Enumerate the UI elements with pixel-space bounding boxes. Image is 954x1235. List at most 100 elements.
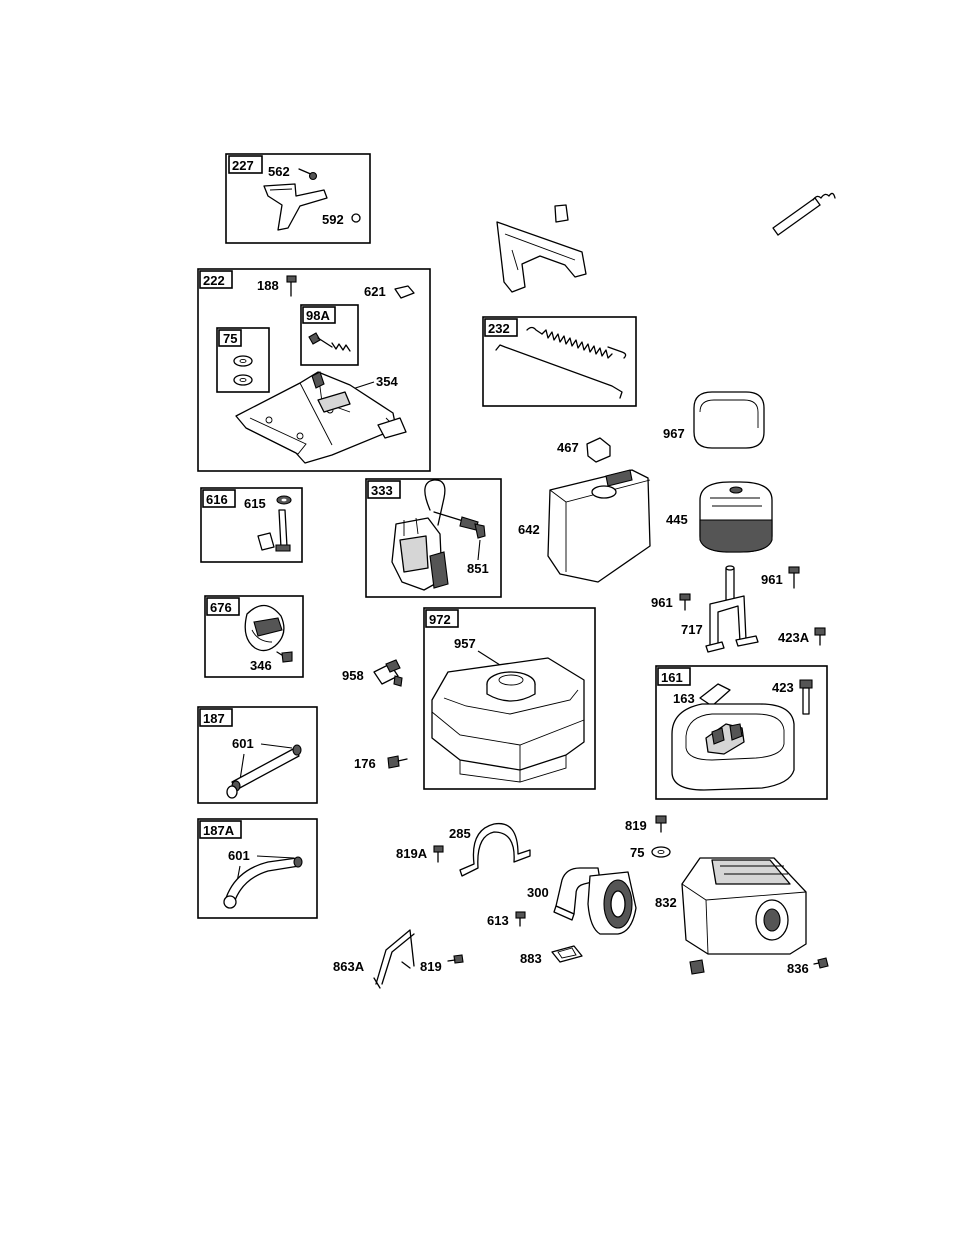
label-613: 613 bbox=[487, 913, 509, 928]
group-676: 676 346 bbox=[205, 596, 303, 677]
fuel-line-187 bbox=[227, 745, 301, 798]
screw-spring-98A bbox=[309, 333, 350, 351]
label-467: 467 bbox=[557, 440, 579, 455]
label-75: 75 bbox=[630, 845, 644, 860]
knob-467 bbox=[587, 438, 610, 462]
label-300: 300 bbox=[527, 885, 549, 900]
box-972-label: 972 bbox=[429, 612, 451, 627]
label-354: 354 bbox=[376, 374, 398, 389]
washer-75a bbox=[234, 356, 252, 366]
washer-75b bbox=[234, 375, 252, 385]
air-cleaner-cover-642 bbox=[548, 470, 650, 582]
label-445: 445 bbox=[666, 512, 688, 527]
bracket-717 bbox=[706, 566, 758, 652]
washer-75 bbox=[652, 847, 670, 857]
pin-616 bbox=[258, 510, 290, 551]
leader-957 bbox=[478, 651, 500, 665]
muffler-300 bbox=[554, 868, 636, 934]
screw-423 bbox=[800, 680, 812, 714]
label-163: 163 bbox=[673, 691, 695, 706]
screw-836 bbox=[814, 958, 828, 968]
label-967: 967 bbox=[663, 426, 685, 441]
label-836: 836 bbox=[787, 961, 809, 976]
group-187A: 187A 601 bbox=[198, 819, 317, 918]
box-222-label: 222 bbox=[203, 273, 225, 288]
governor-spring-part bbox=[527, 328, 626, 359]
group-161: 161 163 423 bbox=[656, 666, 827, 799]
box-98A-label: 98A bbox=[306, 308, 330, 323]
air-filter-445 bbox=[700, 482, 772, 552]
screw-176 bbox=[388, 756, 407, 768]
label-961a: 961 bbox=[761, 572, 783, 587]
box-161-label: 161 bbox=[661, 670, 683, 685]
air-cleaner-base-161 bbox=[672, 704, 794, 790]
label-717: 717 bbox=[681, 622, 703, 637]
box-232-label: 232 bbox=[488, 321, 510, 336]
group-616: 616 615 bbox=[201, 488, 302, 562]
box-333-label: 333 bbox=[371, 483, 393, 498]
label-883: 883 bbox=[520, 951, 542, 966]
screw-423A bbox=[815, 628, 825, 645]
label-851: 851 bbox=[467, 561, 489, 576]
label-863A: 863A bbox=[333, 959, 365, 974]
screw-819b bbox=[656, 816, 666, 832]
label-832: 832 bbox=[655, 895, 677, 910]
label-819A: 819A bbox=[396, 846, 428, 861]
label-621: 621 bbox=[364, 284, 386, 299]
gasket-163 bbox=[700, 684, 730, 706]
label-176: 176 bbox=[354, 756, 376, 771]
screw-562 bbox=[299, 169, 317, 180]
leader-601b bbox=[257, 856, 294, 858]
box-227-label: 227 bbox=[232, 158, 254, 173]
screw-961a bbox=[789, 567, 799, 588]
air-cleaner-bracket-part bbox=[497, 205, 586, 292]
box-616-label: 616 bbox=[206, 492, 228, 507]
leader-851 bbox=[478, 540, 480, 560]
nut-592 bbox=[352, 214, 360, 222]
label-423A: 423A bbox=[778, 630, 810, 645]
fuel-line-187A bbox=[224, 857, 302, 908]
link-spring-part bbox=[773, 193, 835, 235]
group-227: 227 562 592 bbox=[226, 154, 370, 243]
clip-621 bbox=[395, 286, 414, 298]
label-423: 423 bbox=[772, 680, 794, 695]
label-819b: 819 bbox=[625, 818, 647, 833]
label-958: 958 bbox=[342, 668, 364, 683]
box-75-label: 75 bbox=[223, 331, 237, 346]
leader-601a bbox=[261, 744, 292, 748]
label-961b: 961 bbox=[651, 595, 673, 610]
fuel-valve-958 bbox=[374, 660, 402, 686]
box-676-label: 676 bbox=[210, 600, 232, 615]
throttle-lever-part bbox=[264, 184, 327, 230]
group-232: 232 bbox=[483, 317, 636, 406]
screw-613 bbox=[516, 912, 525, 926]
label-592: 592 bbox=[322, 212, 344, 227]
fuel-tank-part bbox=[432, 658, 584, 782]
label-642: 642 bbox=[518, 522, 540, 537]
flywheel-key-part bbox=[245, 605, 284, 650]
label-615: 615 bbox=[244, 496, 266, 511]
governor-link-part bbox=[496, 345, 622, 398]
screw-832 bbox=[690, 960, 704, 974]
gasket-883 bbox=[552, 946, 582, 962]
screw-819a bbox=[448, 955, 463, 963]
group-333: 333 851 bbox=[366, 479, 501, 597]
group-187: 187 601 bbox=[198, 707, 317, 803]
label-188: 188 bbox=[257, 278, 279, 293]
label-562: 562 bbox=[268, 164, 290, 179]
screw-961b bbox=[680, 594, 690, 610]
label-601b: 601 bbox=[228, 848, 250, 863]
screw-346 bbox=[277, 652, 292, 662]
screw-188 bbox=[287, 276, 296, 296]
pre-cleaner-967 bbox=[694, 392, 764, 448]
box-187A-label: 187A bbox=[203, 823, 235, 838]
screw-819A bbox=[434, 846, 443, 862]
group-972: 972 957 bbox=[424, 608, 595, 789]
box-187-label: 187 bbox=[203, 711, 225, 726]
label-601a: 601 bbox=[232, 736, 254, 751]
bracket-863A bbox=[374, 930, 414, 988]
group-222: 222 188 621 75 98A 354 bbox=[198, 269, 430, 471]
label-285: 285 bbox=[449, 826, 471, 841]
label-346: 346 bbox=[250, 658, 272, 673]
